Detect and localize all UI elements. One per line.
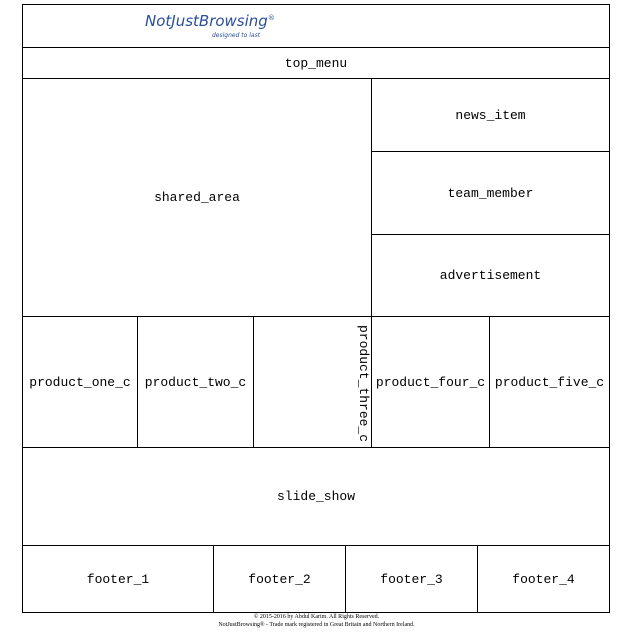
footer-1: footer_1 (22, 545, 214, 613)
product-four: product_four_c (371, 316, 490, 448)
news-item: news_item (371, 78, 610, 152)
header (22, 4, 610, 48)
copyright: © 2015-2016 by Abdul Karim. All Rights R… (253, 614, 380, 620)
team-member: team_member (371, 151, 610, 235)
logo-text: NotJustBrowsing (145, 12, 268, 30)
slide-show: slide_show (22, 447, 610, 546)
trademark: NotJustBrowsing® - Trade mark registered… (218, 622, 415, 628)
footer-3: footer_3 (345, 545, 478, 613)
shared-area: shared_area (22, 78, 372, 317)
product-two: product_two_c (137, 316, 254, 448)
top-menu[interactable]: top_menu (22, 47, 610, 79)
advertisement: advertisement (371, 234, 610, 317)
footer-2: footer_2 (213, 545, 346, 613)
product-one: product_one_c (22, 316, 138, 448)
logo[interactable]: NotJustBrowsing® (145, 12, 275, 30)
product-five: product_five_c (489, 316, 610, 448)
footer-4: footer_4 (477, 545, 610, 613)
logo-tagline: designed to last (212, 32, 261, 39)
product-three: product_three_c (253, 316, 372, 448)
logo-mark: ® (267, 14, 275, 22)
